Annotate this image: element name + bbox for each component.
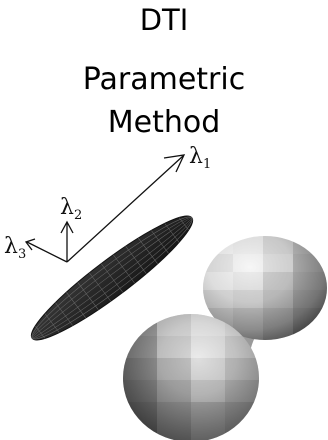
- lambda1-arrowhead: [163, 154, 186, 173]
- axis-labels: λ1 λ2 λ3: [4, 144, 211, 262]
- lambda1-symbol: λ: [189, 144, 203, 169]
- lambda1-label: λ1: [189, 144, 211, 172]
- lambda2-subscript: 2: [74, 208, 82, 223]
- lambda2-arrowhead: [60, 220, 74, 234]
- lambda3-symbol: λ: [4, 234, 18, 259]
- lambda1-subscript: 1: [203, 157, 211, 172]
- odf-lobe-bottom-facets: [123, 314, 259, 440]
- subtitle-line-1: Parametric: [82, 62, 246, 97]
- odf-peanut: [123, 236, 327, 440]
- lambda3-arrowhead: [24, 238, 36, 251]
- lambda2-label: λ2: [60, 195, 82, 223]
- principal-axes: [24, 154, 186, 263]
- subtitle-line-2: Method: [107, 105, 221, 140]
- page-title: DTI: [139, 3, 189, 37]
- odf-lobe-bottom: [123, 314, 259, 440]
- tensor-ellipsoid: [29, 209, 195, 347]
- lambda2-symbol: λ: [60, 195, 74, 220]
- lambda3-axis: [26, 241, 68, 263]
- lambda1-axis: [66, 155, 184, 263]
- odf-lobe-top: [203, 236, 327, 340]
- ellipsoid-mesh: [29, 209, 195, 347]
- lambda3-label: λ3: [4, 234, 26, 262]
- lambda3-subscript: 3: [18, 247, 26, 262]
